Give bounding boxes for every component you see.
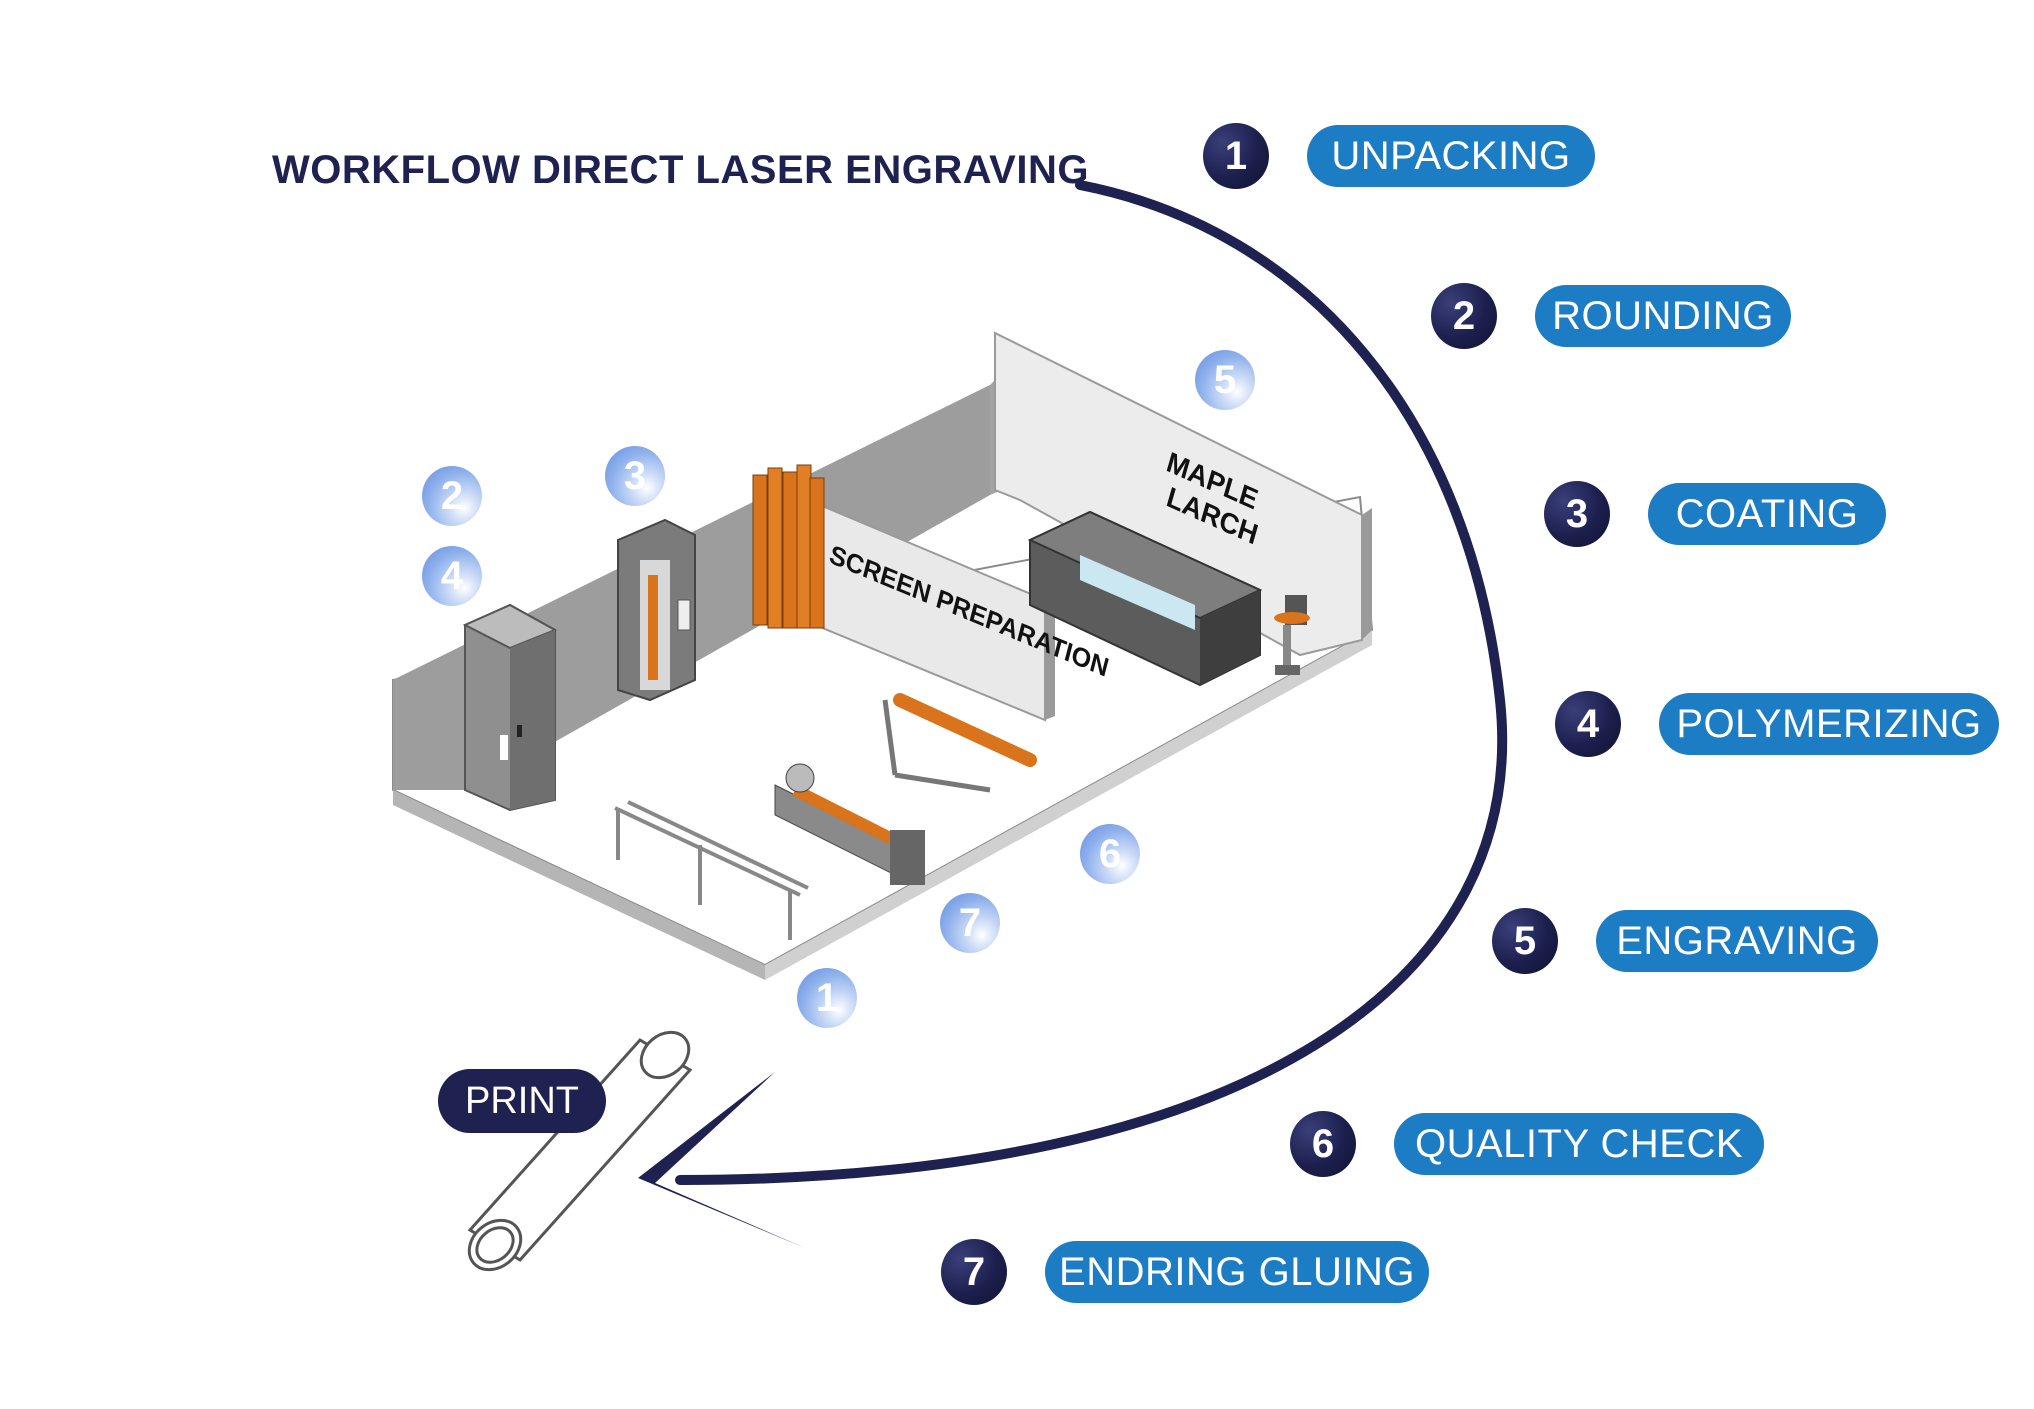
engraving-machine: [1027, 510, 1263, 687]
step-number: 6: [1290, 1111, 1356, 1177]
step-coating: 3 COATING: [1544, 481, 1944, 547]
room-marker: 2: [422, 466, 482, 526]
step-number: 2: [1431, 283, 1497, 349]
step-engraving: 5 ENGRAVING: [1492, 908, 1892, 974]
step-label: ENGRAVING: [1596, 910, 1878, 972]
room-marker: 6: [1080, 824, 1140, 884]
rounding-stand: [882, 693, 1037, 793]
step-polymerizing: 4 POLYMERIZING: [1555, 691, 2015, 757]
print-sleeve: [467, 1030, 693, 1272]
quality-check-lathe: [774, 763, 925, 885]
step-number: 7: [941, 1239, 1007, 1305]
workflow-arrowhead: [638, 1072, 805, 1248]
room-marker: 3: [605, 446, 665, 506]
step-number: 4: [1555, 691, 1621, 757]
back-right-wall-edge: [1362, 508, 1372, 640]
operator-terminal: [1274, 595, 1310, 675]
step-endring-gluing: 7 ENDRING GLUING: [941, 1239, 1431, 1305]
room-marker: 1: [797, 968, 857, 1028]
step-label: QUALITY CHECK: [1394, 1113, 1764, 1175]
step-rounding: 2 ROUNDING: [1431, 283, 1831, 349]
step-quality-check: 6 QUALITY CHECK: [1290, 1111, 1770, 1177]
page-title: WORKFLOW DIRECT LASER ENGRAVING: [272, 148, 1089, 192]
polymerizing-cabinet: [462, 603, 558, 812]
step-number: 1: [1203, 123, 1269, 189]
gluing-table: [614, 800, 809, 940]
workflow-arrow: [675, 180, 1508, 1185]
coating-tower: [617, 518, 696, 702]
room-marker: 4: [422, 546, 482, 606]
step-label: ROUNDING: [1535, 285, 1791, 347]
floor-edge-left: [393, 790, 765, 980]
step-label: COATING: [1648, 483, 1886, 545]
step-number: 3: [1544, 481, 1610, 547]
screen-prep-wall-edge: [1045, 596, 1055, 720]
sleeve-stack: [752, 464, 825, 629]
print-label: PRINT: [438, 1069, 606, 1133]
step-number: 5: [1492, 908, 1558, 974]
step-label: UNPACKING: [1307, 125, 1595, 187]
room-marker: 7: [940, 893, 1000, 953]
room-marker: 5: [1195, 350, 1255, 410]
floor-edge-right: [765, 630, 1372, 980]
step-unpacking: 1 UNPACKING: [1203, 123, 1603, 189]
step-label: ENDRING GLUING: [1045, 1241, 1429, 1303]
step-label: POLYMERIZING: [1659, 693, 1999, 755]
